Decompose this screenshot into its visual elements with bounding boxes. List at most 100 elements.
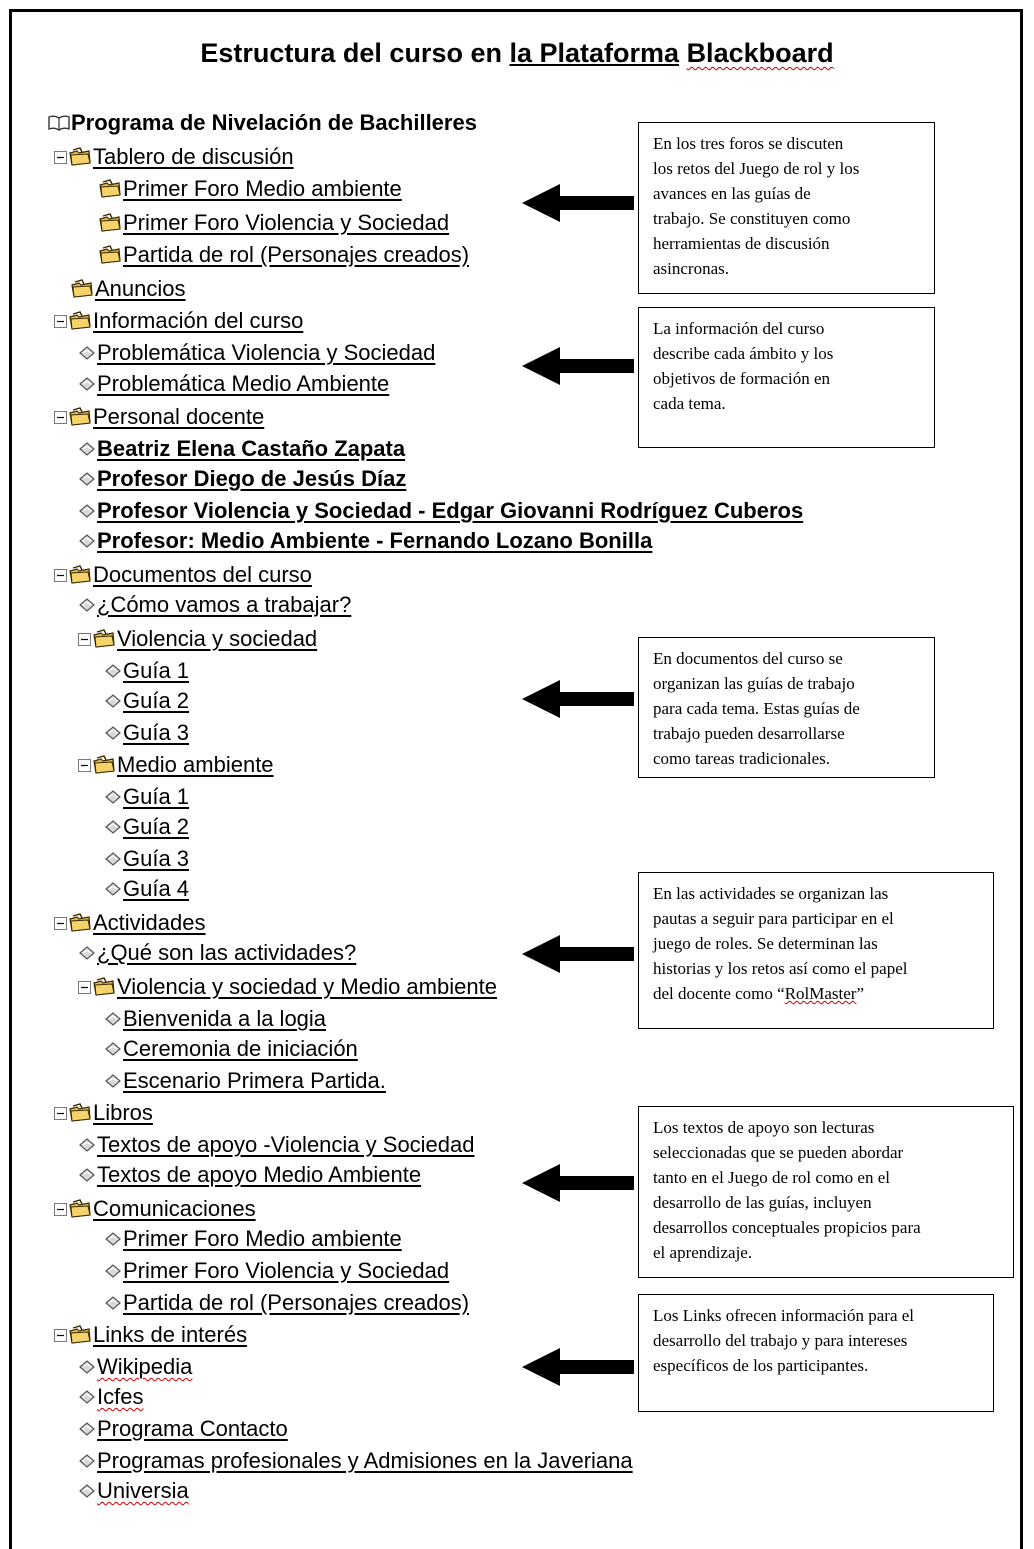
tree-item[interactable]: ¿Qué son las actividades? [78,938,356,968]
tree-item[interactable]: Profesor Violencia y Sociedad - Edgar Gi… [78,496,803,526]
tree-item-label[interactable]: Guía 3 [123,846,190,871]
tree-item-label[interactable]: Universia [97,1478,189,1503]
tree-item-label[interactable]: Wikipedia [97,1354,193,1379]
tree-item-label[interactable]: Textos de apoyo Medio Ambiente [97,1162,422,1187]
tree-item-label[interactable]: Problemática Medio Ambiente [97,371,390,396]
tree-item-label[interactable]: Violencia y sociedad [117,626,318,651]
expander-icon[interactable] [54,410,67,424]
tree-item-label[interactable]: Guía 4 [123,876,190,901]
tree-item[interactable]: Anuncios [70,274,186,304]
tree-item-label[interactable]: Guía 3 [123,720,190,745]
tree-item[interactable]: Guía 2 [104,686,189,716]
tree-item[interactable]: Primer Foro Violencia y Sociedad [98,208,449,238]
tree-item-label[interactable]: Links de interés [93,1322,248,1347]
tree-item-label[interactable]: ¿Cómo vamos a trabajar? [97,592,352,617]
tree-item[interactable]: Partida de rol (Personajes creados) [104,1288,469,1318]
tree-item-label[interactable]: ¿Qué son las actividades? [97,940,357,965]
tree-item[interactable]: Programa de Nivelación de Bachilleres [48,108,477,138]
tree-item-label[interactable]: Ceremonia de iniciación [123,1036,358,1061]
tree-item[interactable]: Guía 1 [104,656,189,686]
expander-icon[interactable] [78,758,91,772]
expander-icon[interactable] [54,916,67,930]
tree-item-label[interactable]: Guía 1 [123,784,190,809]
tree-item[interactable]: Primer Foro Medio ambiente [98,174,402,204]
tree-item[interactable]: Textos de apoyo -Violencia y Sociedad [78,1130,475,1160]
tree-item[interactable]: Beatriz Elena Castaño Zapata [78,434,405,464]
tree-item[interactable]: Primer Foro Violencia y Sociedad [104,1256,449,1286]
tree-item-label[interactable]: Guía 2 [123,688,190,713]
expander-icon[interactable] [78,632,91,646]
tree-item-label[interactable]: Primer Foro Medio ambiente [123,176,402,201]
tree-item[interactable]: Actividades [54,908,206,938]
expander-icon[interactable] [78,980,91,994]
expander-icon[interactable] [54,1202,67,1216]
tree-item[interactable]: Comunicaciones [54,1194,256,1224]
tree-item-label[interactable]: Violencia y sociedad y Medio ambiente [117,974,497,999]
tree-item-label[interactable]: Primer Foro Medio ambiente [123,1226,402,1251]
tree-item[interactable]: Ceremonia de iniciación [104,1034,358,1064]
tree-item[interactable]: Icfes [78,1382,143,1412]
tree-item[interactable]: Escenario Primera Partida. [104,1066,386,1096]
tree-item[interactable]: Problemática Medio Ambiente [78,369,389,399]
tree-item-label[interactable]: Actividades [93,910,206,935]
tree-item-label[interactable]: Anuncios [95,276,186,301]
expander-icon[interactable] [54,568,67,582]
tree-item[interactable]: Primer Foro Medio ambiente [104,1224,402,1254]
tree-item-label[interactable]: Bienvenida a la logia [123,1006,327,1031]
tree-item[interactable]: Libros [54,1098,153,1128]
tree-item[interactable]: Guía 1 [104,782,189,812]
tree-item-label[interactable]: Programa de Nivelación de Bachilleres [71,110,477,135]
tree-item-label[interactable]: Tablero de discusión [93,144,294,169]
expander-icon[interactable] [54,314,67,328]
tree-item-label[interactable]: Partida de rol (Personajes creados) [123,1290,470,1315]
tree-item[interactable]: Wikipedia [78,1352,192,1382]
tree-item[interactable]: Documentos del curso [54,560,312,590]
tree-item[interactable]: Información del curso [54,306,303,336]
tree-item[interactable]: Personal docente [54,402,264,432]
tree-item-label[interactable]: Libros [93,1100,153,1125]
tree-item-label[interactable]: Guía 1 [123,658,190,683]
tree-item[interactable]: Tablero de discusión [54,142,294,172]
tree-item-label[interactable]: Guía 2 [123,814,190,839]
tree-item-label[interactable]: Información del curso [93,308,304,333]
tree-item-label[interactable]: Textos de apoyo -Violencia y Sociedad [97,1132,475,1157]
expander-icon[interactable] [54,1106,67,1120]
tree-item[interactable]: Links de interés [54,1320,247,1350]
note-line: el aprendizaje. [653,1243,753,1262]
tree-item[interactable]: Textos de apoyo Medio Ambiente [78,1160,421,1190]
tree-item-label[interactable]: Primer Foro Violencia y Sociedad [123,210,450,235]
tree-item-label[interactable]: Programa Contacto [97,1416,288,1441]
tree-item-label[interactable]: Documentos del curso [93,562,312,587]
tree-item[interactable]: Profesor Diego de Jesús Díaz [78,464,406,494]
tree-item[interactable]: Guía 3 [104,844,189,874]
tree-item[interactable]: Problemática Violencia y Sociedad [78,338,435,368]
expander-icon[interactable] [54,150,67,164]
tree-item[interactable]: Programas profesionales y Admisiones en … [78,1446,633,1476]
tree-item[interactable]: Profesor: Medio Ambiente - Fernando Loza… [78,526,652,556]
tree-item[interactable]: Guía 4 [104,874,189,904]
tree-item-label[interactable]: Escenario Primera Partida. [123,1068,386,1093]
tree-item[interactable]: Medio ambiente [78,750,274,780]
tree-item[interactable]: Partida de rol (Personajes creados) [98,240,469,270]
tree-item-label[interactable]: Programas profesionales y Admisiones en … [97,1448,633,1473]
tree-item[interactable]: Programa Contacto [78,1414,288,1444]
tree-item-label[interactable]: Profesor Violencia y Sociedad - Edgar Gi… [97,498,804,523]
tree-item-label[interactable]: Beatriz Elena Castaño Zapata [97,436,406,461]
tree-item-label[interactable]: Primer Foro Violencia y Sociedad [123,1258,450,1283]
tree-item[interactable]: Violencia y sociedad [78,624,317,654]
tree-item-label[interactable]: Personal docente [93,404,265,429]
tree-item[interactable]: Bienvenida a la logia [104,1004,326,1034]
tree-item-label[interactable]: Profesor Diego de Jesús Díaz [97,466,407,491]
tree-item[interactable]: Violencia y sociedad y Medio ambiente [78,972,497,1002]
tree-item[interactable]: Guía 2 [104,812,189,842]
tree-item-label[interactable]: Problemática Violencia y Sociedad [97,340,436,365]
tree-item[interactable]: Guía 3 [104,718,189,748]
expander-icon[interactable] [54,1328,67,1342]
tree-item-label[interactable]: Comunicaciones [93,1196,256,1221]
tree-item[interactable]: Universia [78,1476,189,1506]
tree-item-label[interactable]: Medio ambiente [117,752,274,777]
tree-item-label[interactable]: Profesor: Medio Ambiente - Fernando Loza… [97,528,653,553]
tree-item-label[interactable]: Icfes [97,1384,144,1409]
tree-item[interactable]: ¿Cómo vamos a trabajar? [78,590,351,620]
tree-item-label[interactable]: Partida de rol (Personajes creados) [123,242,470,267]
